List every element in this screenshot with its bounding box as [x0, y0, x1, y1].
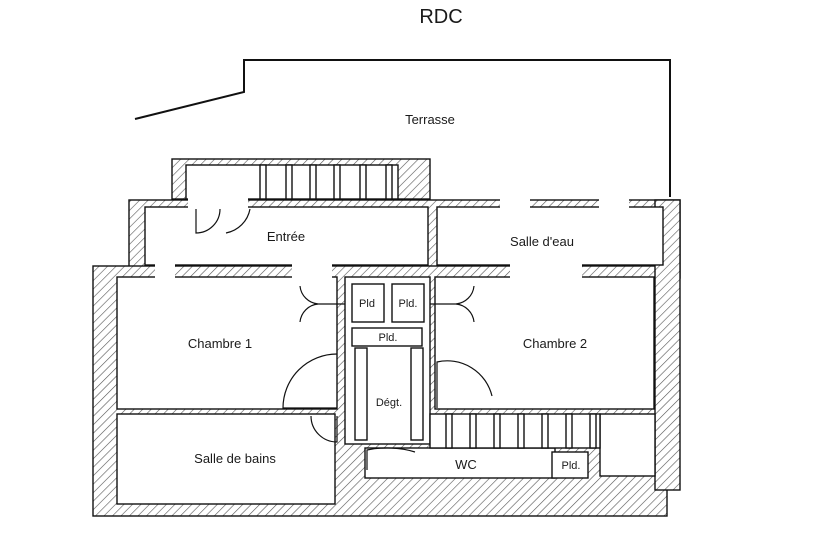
label-wc: WC: [455, 457, 477, 472]
door-swings: [195, 208, 493, 470]
corridor-cupboards: [351, 283, 425, 441]
label-pld-wc: Pld.: [562, 460, 581, 472]
label-chambre1: Chambre 1: [188, 336, 252, 351]
terrace-outline: [134, 59, 671, 197]
label-terrasse: Terrasse: [405, 112, 455, 127]
wc-storage-rack: [429, 413, 601, 479]
label-salle-eau: Salle d'eau: [510, 234, 574, 249]
label-salle-bains: Salle de bains: [194, 451, 276, 466]
label-pld-right: Pld.: [399, 298, 418, 310]
label-pld-left: Pld: [359, 298, 375, 310]
plan-title: RDC: [419, 6, 462, 28]
label-pld-center: Pld.: [379, 332, 398, 344]
room-labels: Terrasse Entrée Salle d'eau Chambre 1 Ch…: [188, 112, 587, 472]
label-degt: Dégt.: [376, 397, 402, 409]
label-chambre2: Chambre 2: [523, 336, 587, 351]
terrace-railing: [171, 158, 431, 200]
label-entree: Entrée: [267, 229, 305, 244]
openings: [155, 197, 629, 279]
